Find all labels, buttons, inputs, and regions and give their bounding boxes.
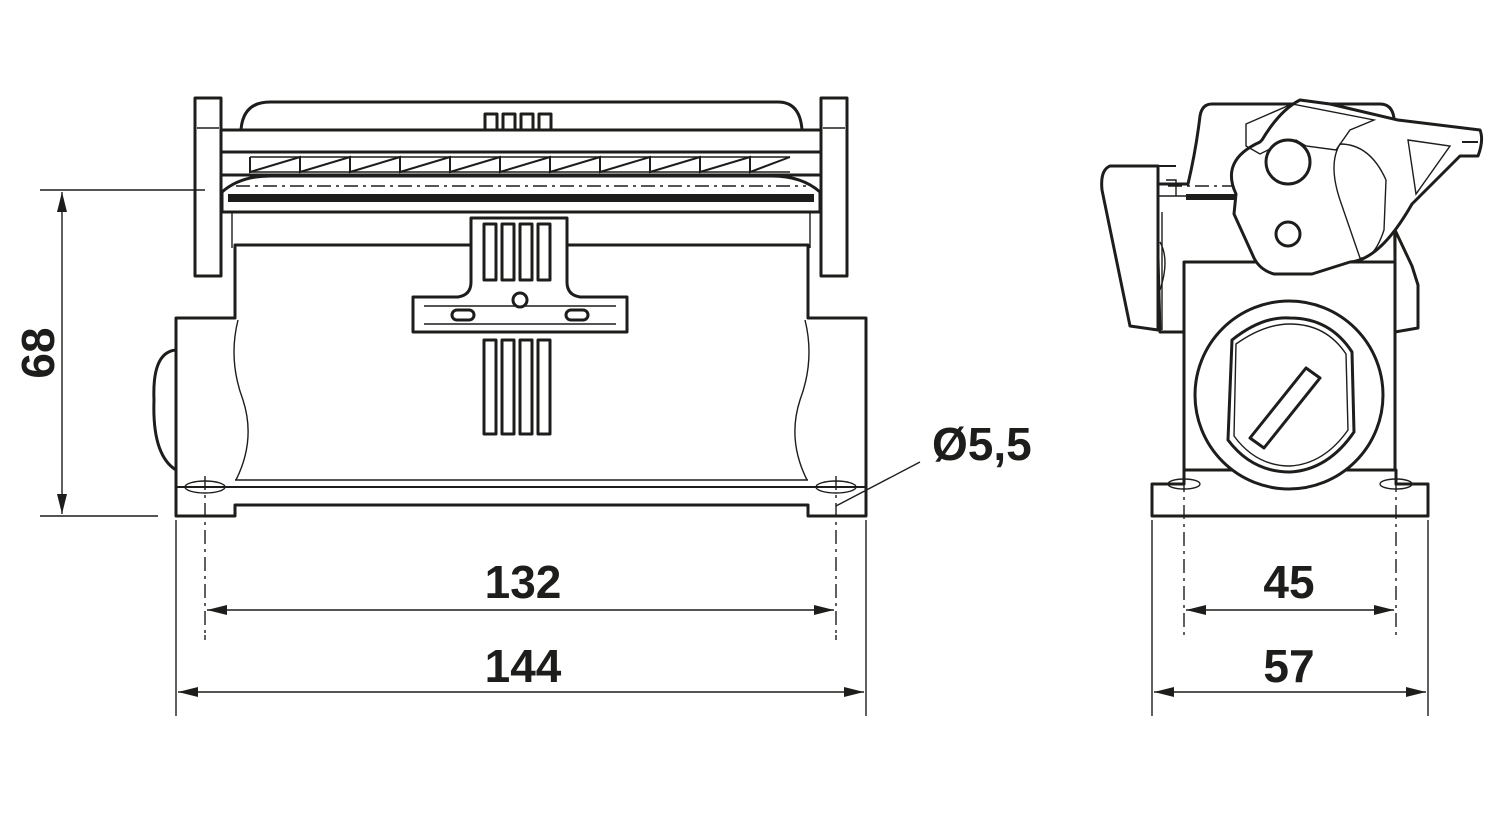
side-right-cover [1393,228,1420,334]
front-width-label: 144 [485,640,562,692]
side-connector-face [1193,299,1385,491]
front-left-clamp [193,96,223,278]
dimension-lines [40,189,1429,716]
side-width-label: 57 [1263,640,1314,692]
front-right-clamp [819,96,849,278]
hole-diameter-leader [835,461,921,507]
side-hole-spacing-label: 45 [1263,556,1314,608]
dimension-labels: 68 Ø5,5 132 144 45 57 [12,327,1315,692]
front-left-break-line [233,319,249,481]
front-view [152,96,868,635]
height-label: 68 [12,327,64,378]
side-hinged-lid [1100,164,1160,332]
front-right-break-line [794,319,810,481]
front-hole-spacing-label: 132 [485,556,562,608]
front-seal-strip [228,194,814,202]
side-view [1100,98,1484,635]
side-locking-lever [1230,98,1484,276]
front-left-lever-bump [152,348,178,472]
front-locking-bracket [411,216,629,436]
hole-diameter-label: Ø5,5 [932,418,1032,470]
